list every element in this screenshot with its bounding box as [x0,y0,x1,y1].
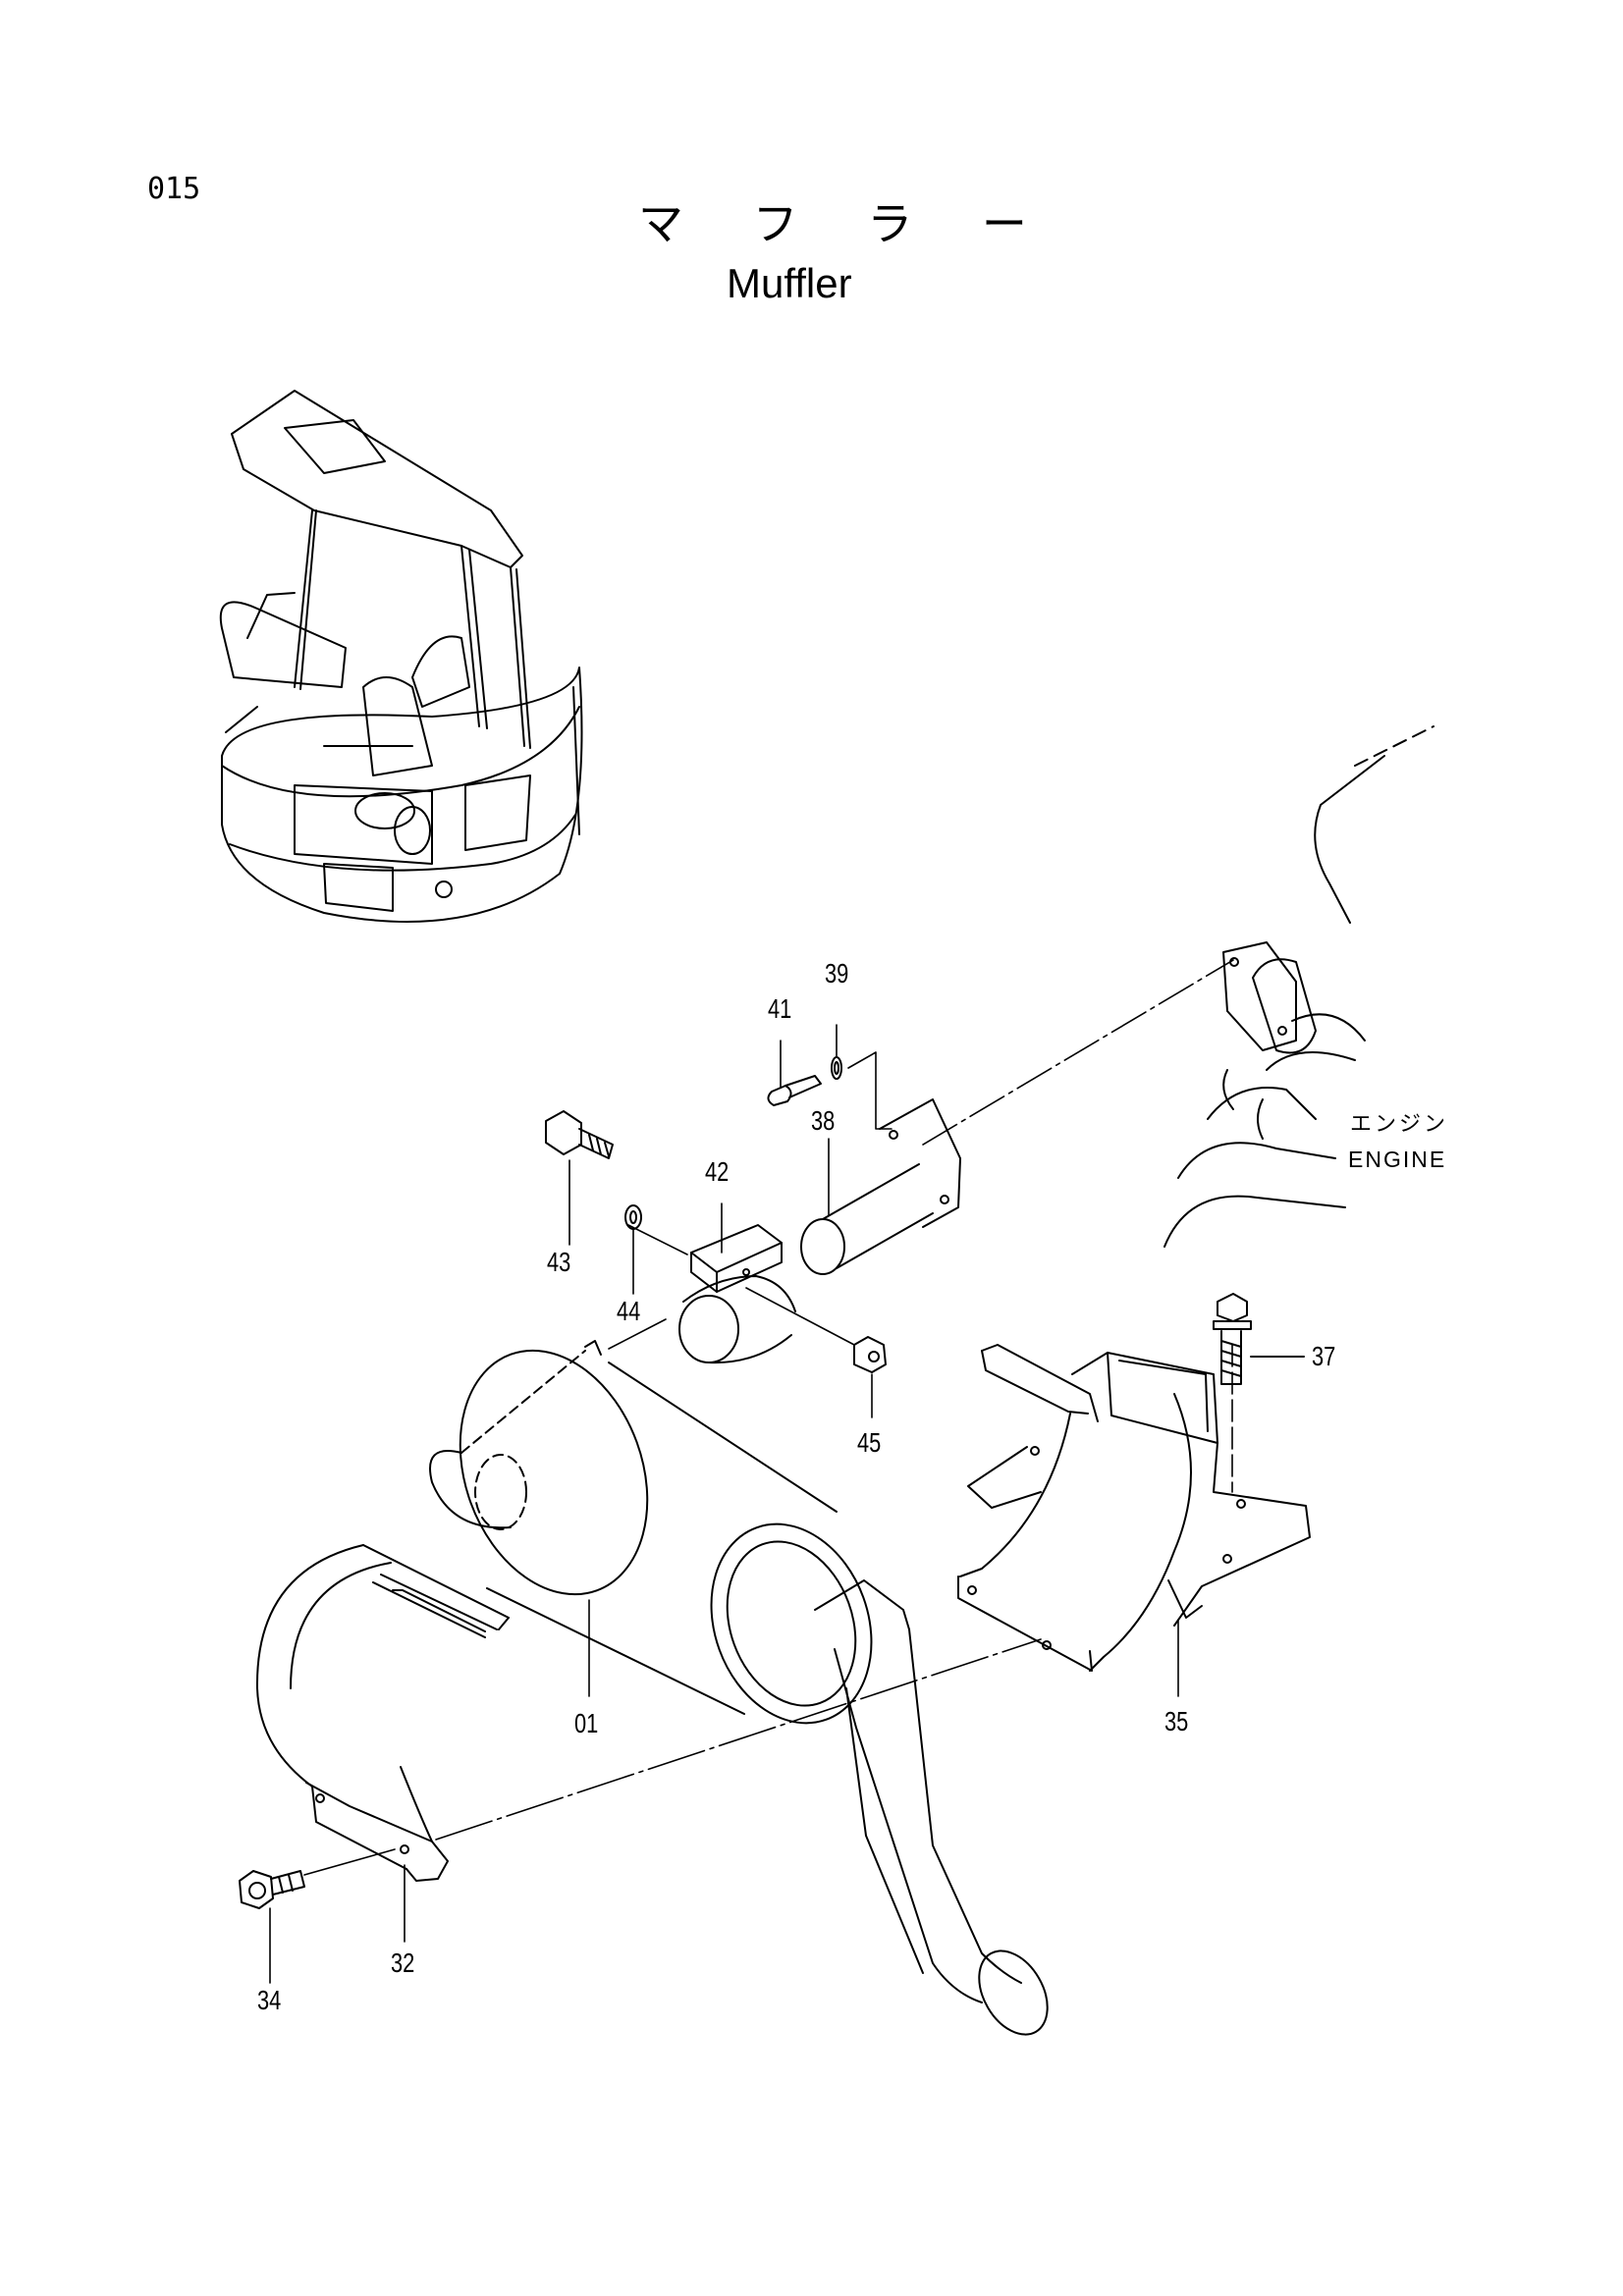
callout-01: 01 [574,1708,599,1738]
part-37-bolt [1214,1294,1304,1384]
part-35-bracket [958,1345,1310,1671]
callout-37: 37 [1312,1341,1336,1371]
callout-leaders [270,1025,1178,1983]
part-44-washer [625,1205,641,1229]
callout-42: 42 [705,1156,730,1187]
part-43-bolt [546,1111,613,1158]
engine-label-english: ENGINE [1348,1147,1447,1172]
part-34-bolt [240,1871,304,1908]
machine-overview-illustration [221,391,582,922]
callout-45: 45 [857,1427,882,1458]
callout-39: 39 [825,958,849,988]
engine-outline [1164,726,1434,1247]
part-42-clamp [679,1225,795,1362]
callout-44: 44 [617,1296,641,1326]
callout-34: 34 [257,1985,282,2015]
callout-32: 32 [391,1948,415,1978]
callout-43: 43 [547,1247,571,1277]
title-japanese: マ フ ラ ー [638,197,1055,250]
callout-35: 35 [1164,1706,1189,1736]
callout-41: 41 [768,993,792,1024]
part-41-bolt [768,1076,821,1105]
part-45-nut [854,1337,886,1372]
page-number: 015 [147,172,201,206]
part-32-muffler-cover [257,1545,509,1881]
part-38-exhaust-pipe [801,1099,960,1274]
callout-38: 38 [811,1105,836,1136]
part-39-washer [832,1057,841,1079]
engine-label-japanese: エンジン [1350,1112,1449,1137]
title-english: Muffler [727,260,852,306]
part-01-muffler [428,1324,1061,2047]
assembly-leader-lines [304,960,1233,1875]
